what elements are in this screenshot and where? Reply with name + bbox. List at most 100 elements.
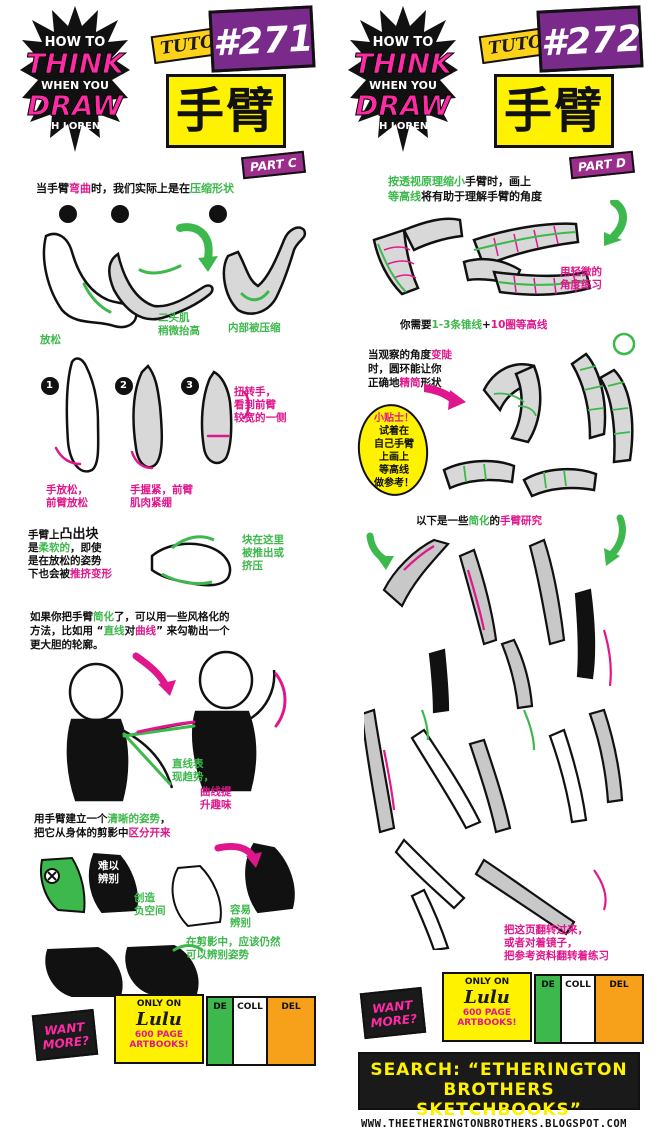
tip-line-2: 自己手臂 bbox=[374, 439, 414, 450]
intro-text: 按透视原理缩小手臂时，画上 等高线将有助于理解手臂的角度 bbox=[388, 174, 542, 204]
intro-part-c: 等高线 bbox=[388, 190, 421, 203]
artbook-cover[interactable]: DE bbox=[534, 974, 562, 1044]
caption-angle-line-1: 用轻微的 bbox=[560, 266, 602, 278]
intro-part-d: 将有助于理解手臂的角度 bbox=[421, 190, 542, 203]
logo-when-you: WHEN YOU bbox=[41, 79, 109, 92]
hand-forearm-illustration bbox=[41, 357, 250, 473]
tutorial-panel-272: HOW TO THINK WHEN YOU DRAW WITH LORENZO!… bbox=[334, 0, 654, 1142]
caption-biceps: 二头肌 稍微抬高 bbox=[158, 312, 200, 338]
silhouette-part-d: 把它从身体的剪影中 bbox=[34, 827, 129, 839]
caption-push-line-2: 被推出或 bbox=[242, 547, 284, 559]
bump-part-h: 推挤变形 bbox=[70, 568, 112, 580]
caption-relax: 放松 bbox=[40, 334, 61, 346]
logo-with: WITH LORENZO! bbox=[29, 121, 121, 132]
bump-part-a: 手臂上 bbox=[28, 529, 60, 541]
study-part-a: 以下是一些 bbox=[416, 515, 469, 527]
promo-banner[interactable]: WANT MORE? ONLY ON Lulu 600 PAGE ARTBOOK… bbox=[334, 972, 654, 1048]
intro-part-d: 压缩形状 bbox=[190, 182, 234, 195]
how-to-think-logo: HOW TO THINK WHEN YOU DRAW WITH LORENZO! bbox=[348, 4, 458, 154]
search-term-2: BROTHERS SKETCHBOOKS” bbox=[416, 1080, 582, 1120]
caption-flip: 把这页翻转过来， 或者对着镜子， 把参考资料翻转着练习 bbox=[504, 924, 609, 963]
caption-twist-line-2: 看到前臂 bbox=[234, 399, 276, 411]
caption-straight-line-1: 直线表 bbox=[172, 758, 204, 770]
caption-negative-line-2: 负空间 bbox=[134, 905, 166, 917]
lulu-name: Lulu bbox=[464, 987, 510, 1008]
caption-push: 块在这里 被推出或 挤压 bbox=[242, 534, 284, 573]
artbook-cover[interactable]: DE bbox=[206, 996, 234, 1066]
need-part-d: 10圈等高线 bbox=[490, 319, 548, 331]
lulu-only-on: ONLY ON bbox=[464, 977, 510, 987]
intro-part-a: 当手臂 bbox=[36, 182, 69, 195]
promo-banner[interactable]: WANT MORE? ONLY ON Lulu 600 PAGE ARTBOOK… bbox=[6, 994, 326, 1070]
steep-part-d: 正确地 bbox=[368, 377, 400, 389]
lulu-badge[interactable]: ONLY ON Lulu 600 PAGE ARTBOOKS! bbox=[442, 972, 532, 1042]
simplify-part-h: ” 来勾勒出一个 bbox=[156, 625, 230, 637]
bump-part-g: 下也会被 bbox=[28, 568, 70, 580]
caption-twist: 扭转手， 看到前臂 较宽的一侧 bbox=[234, 386, 287, 425]
study-part-c: 的 bbox=[489, 515, 501, 527]
tip-title: 小贴士！ bbox=[374, 413, 414, 424]
caption-negative-line-1: 创造 bbox=[134, 892, 155, 904]
lulu-badge[interactable]: ONLY ON Lulu 600 PAGE ARTBOOKS! bbox=[114, 994, 204, 1064]
steep-part-b: 变陡 bbox=[431, 349, 452, 361]
starburst-icon bbox=[348, 6, 458, 152]
artbook-cover[interactable]: COLL bbox=[232, 996, 268, 1066]
down-arrow-icon bbox=[198, 256, 218, 272]
lulu-only-on: ONLY ON bbox=[136, 999, 182, 1009]
lulu-artbooks-line-2: ARTBOOKS! bbox=[129, 1040, 189, 1050]
caption-inner: 内部被压缩 bbox=[228, 322, 281, 334]
arrow-icon bbox=[376, 556, 394, 570]
silhouette-part-e: 区分开来 bbox=[128, 827, 171, 839]
bump-part-d: 柔软的 bbox=[38, 542, 71, 554]
page-title: 手臂 bbox=[166, 74, 286, 148]
lulu-artbooks-line-1: 600 PAGE bbox=[462, 1008, 512, 1018]
caption-flip-line-2: 或者对着镜子， bbox=[504, 937, 578, 949]
blog-url-link[interactable]: WWW.THEETHERINGTONBROTHERS.BLOGSPOT.COM bbox=[360, 1118, 628, 1130]
caption-push-line-3: 挤压 bbox=[242, 560, 263, 572]
simplify-part-g: 曲线 bbox=[135, 625, 157, 637]
need-part-a: 你需要 bbox=[400, 319, 432, 331]
artbook-cover[interactable]: DEL bbox=[266, 996, 316, 1066]
how-to-think-logo: HOW TO THINK WHEN YOU DRAW WITH LORENZO! bbox=[20, 4, 130, 154]
silhouette-part-a: 用手臂建立一个 bbox=[34, 813, 108, 825]
tip-line-4: 等高线 bbox=[379, 465, 409, 476]
artbook-covers[interactable]: DE COLL DEL bbox=[534, 974, 646, 1044]
need-part-c: + bbox=[481, 319, 491, 331]
steep-part-e: 精简 bbox=[399, 377, 421, 389]
tip-line-5: 做参考！ bbox=[374, 478, 414, 489]
tip-line-3: 上画上 bbox=[379, 452, 409, 463]
simplify-part-d: 方法，比如用 “ bbox=[30, 625, 104, 637]
steep-part-c: 时，圆环能让你 bbox=[368, 363, 442, 375]
silhouette-illustration bbox=[40, 842, 295, 997]
search-banner[interactable]: SEARCH: “ETHERINGTON BROTHERS SKETCHBOOK… bbox=[358, 1052, 640, 1120]
tutorial-number: #271 bbox=[208, 5, 316, 73]
tutorial-panel-271: HOW TO THINK WHEN YOU DRAW WITH LORENZO!… bbox=[6, 0, 326, 1142]
caption-fist-line-2: 肌肉紧绷 bbox=[130, 497, 172, 509]
caption-hand-relax-line-2: 前臂放松 bbox=[46, 497, 88, 509]
caption-flip-line-1: 把这页翻转过来， bbox=[504, 924, 588, 936]
caption-hand-relax-line-1: 手放松， bbox=[46, 484, 88, 496]
artbook-covers[interactable]: DE COLL DEL bbox=[206, 996, 318, 1066]
simplify-part-b: 简化 bbox=[93, 611, 114, 623]
silhouette-part-b: 清晰的姿势 bbox=[107, 813, 161, 825]
tip-line-1: 试着在 bbox=[379, 426, 409, 437]
caption-curve-line-2: 升趣味 bbox=[200, 799, 232, 811]
caption-angle: 用轻微的 角度练习 bbox=[560, 266, 602, 292]
search-line-1: SEARCH: “ETHERINGTON bbox=[360, 1060, 638, 1080]
arrow-icon bbox=[158, 680, 176, 696]
search-label: SEARCH: bbox=[370, 1060, 461, 1080]
simplify-part-f: 对 bbox=[124, 625, 136, 637]
simplify-text: 如果你把手臂简化了，可以用一些风格化的 方法，比如用 “直线对曲线” 来勾勒出一… bbox=[30, 610, 230, 652]
simplify-part-c: 了，可以用一些风格化的 bbox=[114, 611, 230, 623]
artbook-cover[interactable]: DEL bbox=[594, 974, 644, 1044]
caption-biceps-line-1: 二头肌 bbox=[158, 312, 190, 324]
caption-fist-line-1: 手握紧，前臂 bbox=[130, 484, 193, 496]
need-part-b: 1-3条锥线 bbox=[431, 319, 482, 331]
logo-draw: DRAW bbox=[27, 89, 124, 122]
contour-arms-illustration bbox=[424, 332, 636, 498]
part-tag: PART D bbox=[569, 150, 635, 180]
study-part-b: 简化 bbox=[468, 515, 490, 527]
caption-easy-line-1: 容易 bbox=[230, 904, 251, 916]
artbook-cover[interactable]: COLL bbox=[560, 974, 596, 1044]
caption-straight: 直线表 现趋势， bbox=[172, 758, 214, 784]
